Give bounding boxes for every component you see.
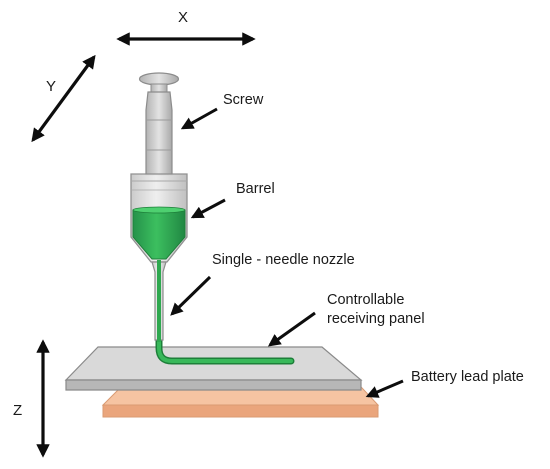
screw-label: Screw xyxy=(223,92,264,108)
plunger-shaft xyxy=(145,91,173,176)
x-axis-label: X xyxy=(178,9,189,26)
plunger-neck xyxy=(150,83,168,93)
barrel-label: Barrel xyxy=(236,181,275,197)
barrel-pointer-arrow xyxy=(190,198,226,219)
y-axis-label: Y xyxy=(46,78,57,95)
screw-pointer-arrow xyxy=(180,107,218,130)
panel-pointer-arrow xyxy=(267,311,316,347)
panel-label-line1: Controllable xyxy=(327,292,405,308)
y-axis-arrow xyxy=(31,54,96,143)
plate-pointer-arrow xyxy=(365,379,404,398)
z-axis-label: Z xyxy=(13,402,23,419)
panel-label-line2: receiving panel xyxy=(327,311,425,327)
nozzle-label: Single - needle nozzle xyxy=(212,252,355,268)
battery-lead-plate-edge xyxy=(102,404,379,418)
receiving-panel-edge xyxy=(65,379,362,391)
plunger-cap xyxy=(138,72,180,86)
ink-reservoir xyxy=(132,209,186,260)
plate-label: Battery lead plate xyxy=(411,369,524,385)
nozzle-pointer-arrow xyxy=(170,275,212,316)
